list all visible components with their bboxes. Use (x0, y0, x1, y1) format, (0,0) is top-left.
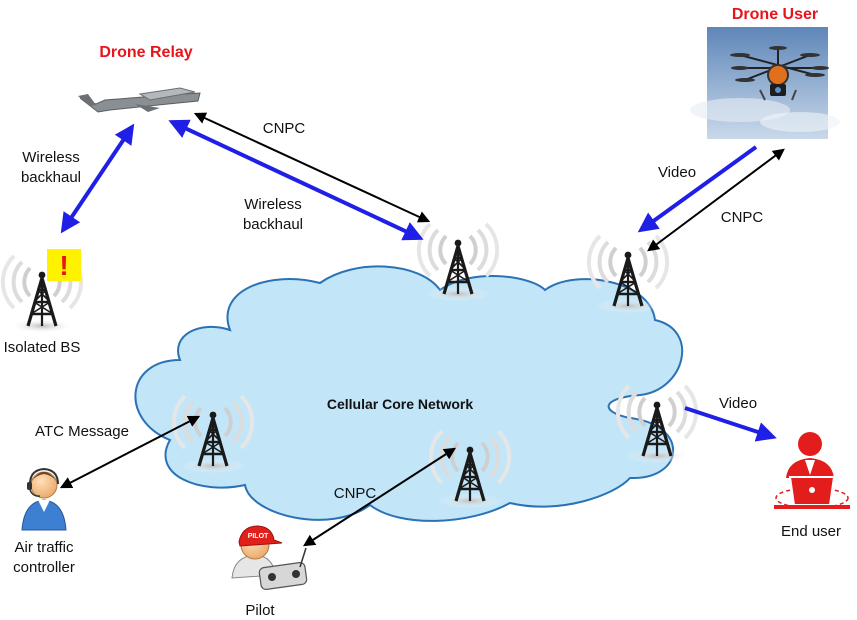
wireless-backhaul-mid-label-1: Wireless (244, 196, 302, 213)
drone-user-photo (690, 27, 840, 139)
alert-mark: ! (59, 250, 68, 281)
drone-user-title: Drone User (732, 6, 818, 23)
video-end-label: Video (719, 395, 757, 412)
pilot-label: Pilot (245, 602, 275, 619)
atc-message-link (59, 415, 201, 489)
pilot-icon: PILOT (231, 525, 308, 591)
end-user-label: End user (781, 523, 841, 540)
video-top-label: Video (658, 164, 696, 181)
core-network-label: Cellular Core Network (327, 396, 473, 412)
cnpc-pilot-label: CNPC (334, 485, 377, 502)
cnpc-right-label: CNPC (721, 209, 764, 226)
pilot-cap-text: PILOT (248, 533, 269, 540)
drone-relay-title: Drone Relay (99, 44, 192, 61)
air-traffic-controller-icon (21, 467, 67, 531)
end-user-icon (774, 432, 850, 509)
cnpc-drone-user-link (647, 148, 785, 252)
links (59, 112, 785, 547)
cnpc-top-label: CNPC (263, 120, 306, 137)
isolated-bs-label: Isolated BS (4, 339, 81, 356)
wireless-backhaul-left-label-2: backhaul (21, 169, 81, 186)
cnpc-top-link (193, 112, 431, 223)
alert-icon: ! (47, 249, 81, 281)
drone-relay-plane-icon (78, 87, 201, 113)
air-traffic-label-1: Air traffic (15, 539, 74, 556)
wireless-backhaul-mid-label-2: backhaul (243, 216, 303, 233)
air-traffic-label-2: controller (13, 559, 75, 576)
cnpc-pilot-link (302, 447, 457, 547)
atc-message-label: ATC Message (35, 423, 129, 440)
wireless-backhaul-left-label-1: Wireless (22, 149, 80, 166)
video-end-user-link (684, 406, 777, 442)
wireless-backhaul-left-link (60, 123, 135, 234)
